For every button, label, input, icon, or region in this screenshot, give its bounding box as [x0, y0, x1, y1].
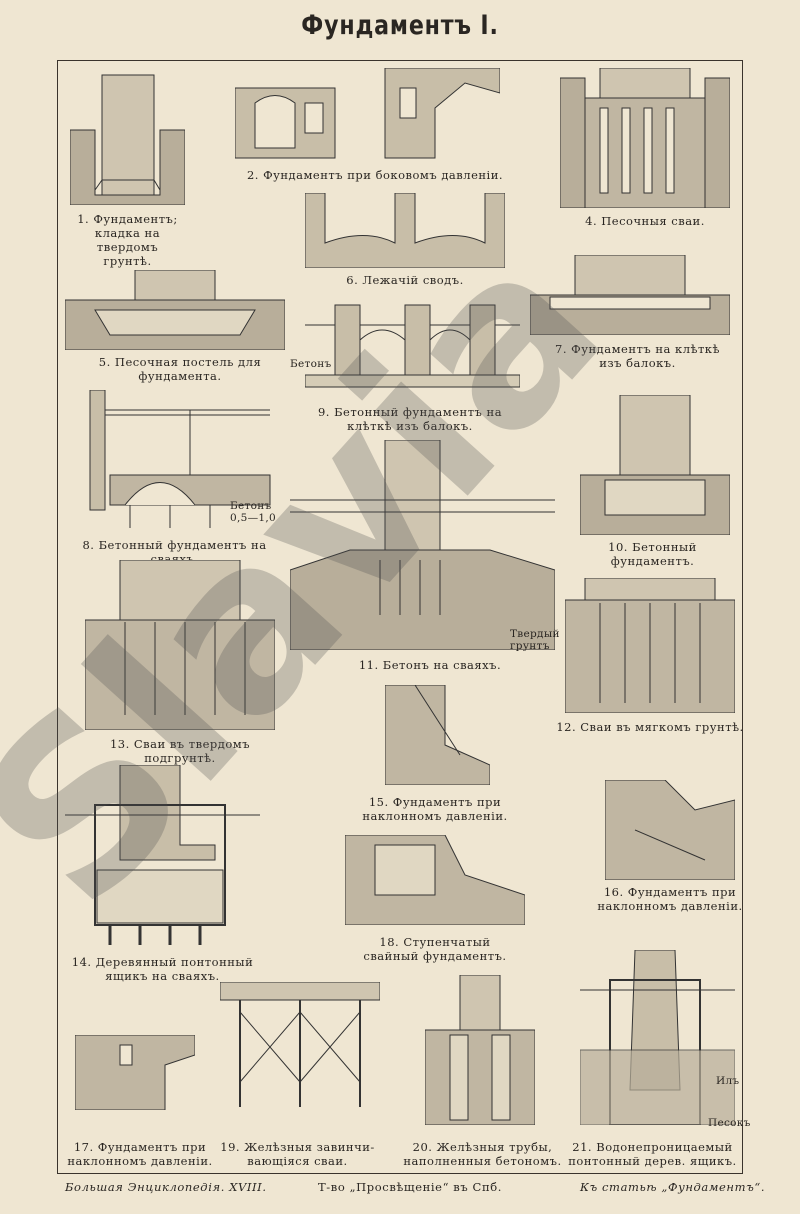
caption-19: 19. Желѣзныя завинчи- вающіяся сваи. — [220, 1140, 375, 1168]
figure-13 — [85, 560, 275, 730]
caption-6: 6. Лежачій сводъ. — [346, 273, 464, 287]
figure-18 — [345, 835, 525, 925]
figure-11 — [290, 440, 555, 650]
label-il-21: Илъ — [716, 1075, 740, 1087]
figure-12 — [565, 578, 735, 713]
page-title: Фундаментъ I. — [301, 10, 499, 41]
caption-14: 14. Деревянный понтонный ящикъ на сваяхъ… — [71, 955, 254, 983]
label-beton-9: Бетонъ — [290, 358, 332, 370]
figure-9 — [305, 300, 520, 390]
caption-21: 21. Водонепроницаемый понтонный дерев. я… — [568, 1140, 737, 1168]
caption-7: 7. Фундаментъ на клѣткѣ изъ балокъ. — [555, 342, 720, 370]
figure-10 — [580, 395, 730, 535]
figure-5 — [65, 270, 285, 350]
figure-7 — [530, 255, 730, 335]
caption-5: 5. Песочная постель для фундамента. — [98, 355, 262, 383]
figure-17 — [75, 1035, 195, 1110]
caption-12: 12. Сваи въ мягкомъ грунтѣ. — [556, 720, 744, 734]
footer-left: Большая Энциклопедія. XVIII. — [65, 1180, 267, 1194]
footer-center: Т-во „Просвѣщеніе“ въ Спб. — [318, 1180, 503, 1194]
figure-16 — [605, 780, 735, 880]
label-solid-ground-11: Твердый грунтъ — [510, 628, 560, 652]
figure-4 — [560, 68, 730, 208]
caption-11: 11. Бетонъ на сваяхъ. — [358, 658, 502, 672]
figure-2 — [235, 68, 500, 163]
caption-1: 1. Фундаментъ; кладка на твердомъ грунтѣ… — [77, 212, 178, 268]
figure-1 — [70, 70, 185, 205]
figure-19 — [220, 982, 380, 1122]
plate-frame — [57, 60, 743, 1174]
figure-8 — [70, 390, 280, 530]
caption-4: 4. Песочныя сваи. — [585, 214, 705, 228]
caption-20: 20. Желѣзныя трубы, наполненныя бетономъ… — [403, 1140, 562, 1168]
figure-14 — [65, 765, 260, 945]
caption-13: 13. Сваи въ твердомъ подгрунтѣ. — [109, 737, 251, 765]
figure-6 — [305, 193, 505, 268]
figure-20 — [425, 975, 535, 1125]
footer-right: Къ статьѣ „Фундаментъ“. — [580, 1180, 766, 1194]
figure-15 — [385, 685, 490, 785]
caption-16: 16. Фундаментъ при наклонномъ давленіи. — [597, 885, 743, 913]
caption-9: 9. Бетонный фундаментъ на клѣткѣ изъ бал… — [317, 405, 503, 433]
caption-2: 2. Фундаментъ при боковомъ давленіи. — [246, 168, 504, 182]
caption-18: 18. Ступенчатый свайный фундаментъ. — [363, 935, 507, 963]
figure-21 — [580, 950, 735, 1125]
caption-10: 10. Бетонный фундаментъ. — [608, 540, 697, 568]
caption-15: 15. Фундаментъ при наклонномъ давленіи. — [362, 795, 508, 823]
label-sand-21: Песокъ — [708, 1117, 751, 1129]
caption-17: 17. Фундаментъ при наклонномъ давленіи. — [67, 1140, 213, 1168]
label-beton-8: Бетонъ 0,5—1,0 — [230, 500, 276, 524]
